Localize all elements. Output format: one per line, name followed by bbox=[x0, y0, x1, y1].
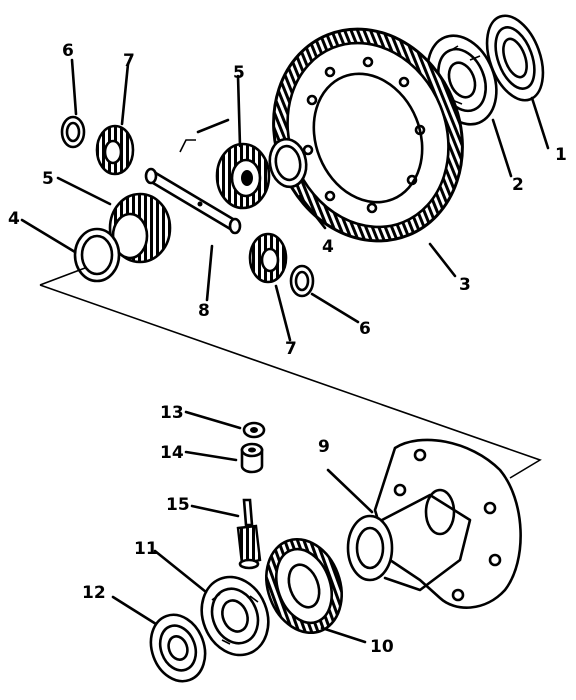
callout-10: 10 bbox=[370, 637, 394, 657]
callout-7-lower: 7 bbox=[285, 339, 297, 359]
part-5-side-gear-left bbox=[98, 192, 172, 264]
callout-1: 1 bbox=[555, 145, 567, 165]
callout-8: 8 bbox=[198, 301, 210, 321]
lock-pin bbox=[179, 118, 230, 153]
part-4-thrust-washer-left bbox=[73, 227, 121, 283]
callout-labels: 1 2 3 4 4 5 5 6 6 7 7 8 9 10 11 12 13 14… bbox=[8, 41, 567, 657]
callout-6-upper: 6 bbox=[62, 41, 74, 61]
part-12-oil-seal bbox=[149, 613, 207, 683]
part-14-sleeve bbox=[240, 442, 264, 474]
callout-14: 14 bbox=[160, 443, 184, 463]
part-11-bearing bbox=[200, 575, 270, 657]
callout-5-upper: 5 bbox=[233, 63, 245, 83]
part-6-washer-lower bbox=[289, 264, 315, 298]
callout-6-lower: 6 bbox=[359, 319, 371, 339]
part-15-driven-gear bbox=[236, 498, 262, 570]
callout-12: 12 bbox=[82, 583, 106, 603]
part-9-differential-case bbox=[346, 438, 522, 609]
part-5-side-gear-upper bbox=[215, 142, 271, 210]
leader-lines bbox=[20, 58, 550, 644]
grouping-bracket-line bbox=[39, 267, 542, 479]
part-4-thrust-washer-upper bbox=[268, 137, 308, 189]
part-3-ring-gear bbox=[272, 27, 464, 243]
callout-3: 3 bbox=[459, 275, 471, 295]
callout-5-left: 5 bbox=[42, 169, 54, 189]
callout-11: 11 bbox=[134, 539, 158, 559]
part-7-pinion-lower bbox=[248, 232, 288, 284]
part-10-drive-gear bbox=[265, 537, 343, 635]
callout-4-left: 4 bbox=[8, 209, 20, 229]
callout-15: 15 bbox=[166, 495, 190, 515]
callout-7-upper: 7 bbox=[123, 51, 135, 71]
callout-9: 9 bbox=[318, 437, 330, 457]
callout-4-upper: 4 bbox=[322, 237, 334, 257]
callout-13: 13 bbox=[160, 403, 184, 423]
part-13-nut bbox=[242, 421, 266, 439]
part-6-washer-upper bbox=[60, 115, 86, 149]
part-1-oil-seal bbox=[485, 14, 545, 102]
part-7-pinion-upper bbox=[95, 124, 135, 176]
callout-2: 2 bbox=[512, 175, 524, 195]
part-8-pinion-shaft bbox=[144, 167, 242, 235]
